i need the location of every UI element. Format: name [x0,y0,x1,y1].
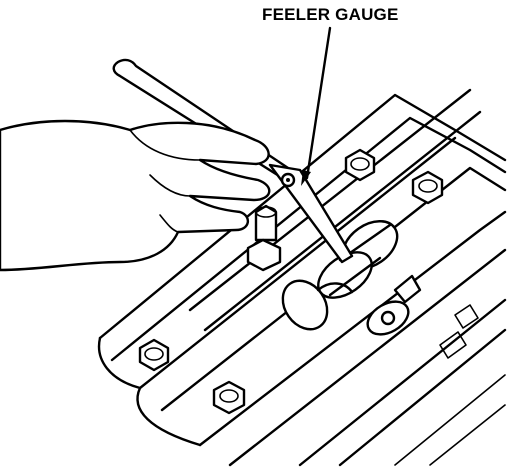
feeler-gauge-label: FEELER GAUGE [262,5,399,24]
head-bolts [138,148,444,415]
bolt-top-left [344,148,376,182]
bolt-bottom-left [138,338,170,372]
callout-leader [301,26,332,186]
rocker-arm-assembly [281,220,422,336]
rocker-shaft [188,88,482,332]
bolt-top-right [411,170,444,205]
hand [0,119,271,272]
adjusting-screw [246,204,282,272]
bolt-bottom-center [212,380,246,415]
